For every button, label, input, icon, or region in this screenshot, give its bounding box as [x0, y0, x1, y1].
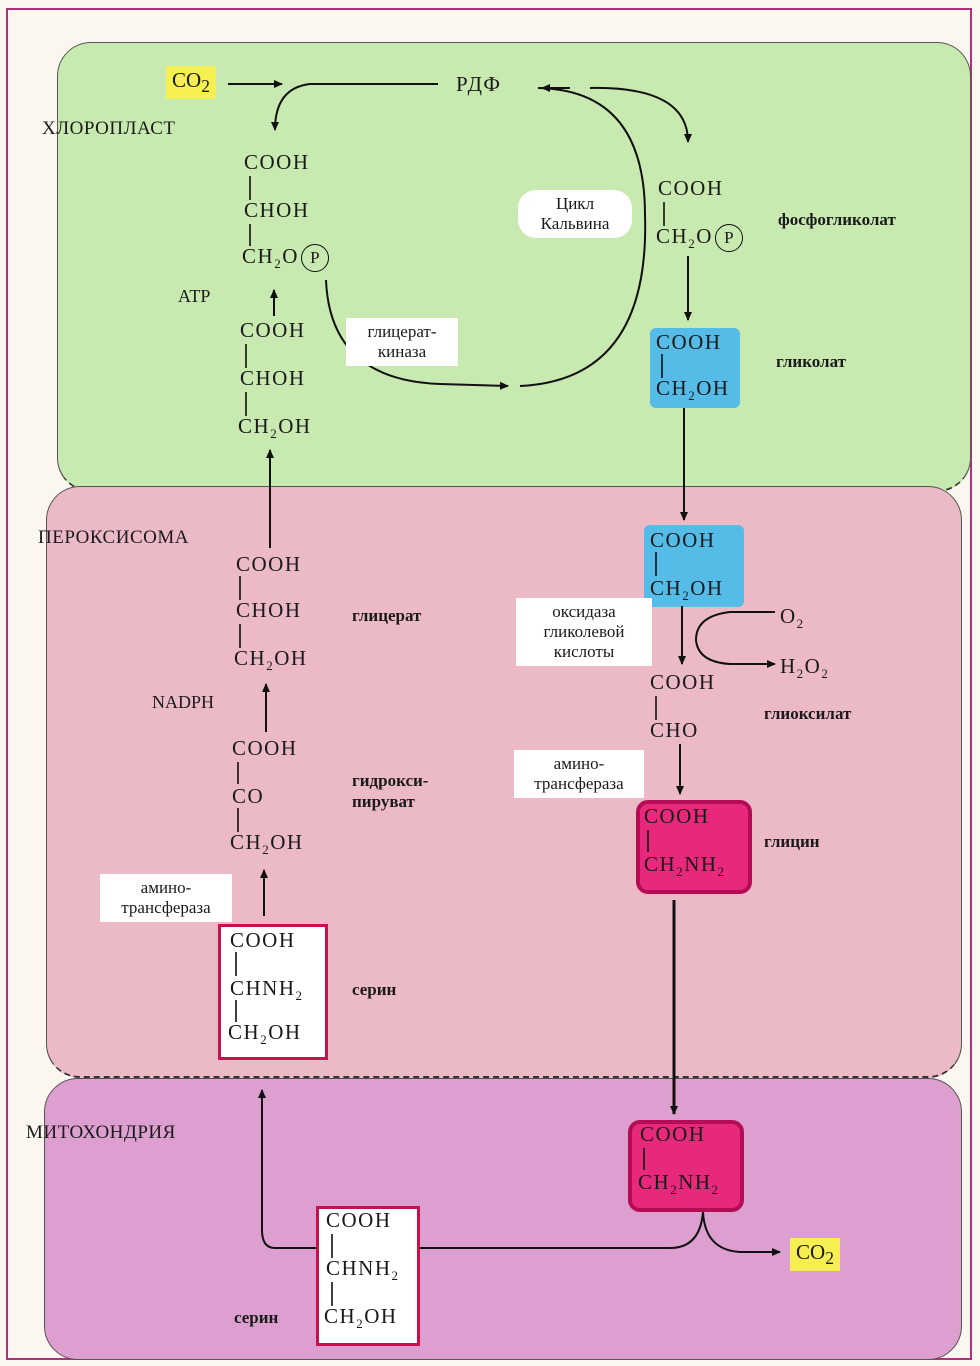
rdf-to-pga-arrow	[271, 83, 438, 131]
nadph-label: NADPH	[152, 692, 215, 712]
serine-transport-arrow	[258, 1089, 316, 1249]
phosphate-icon: P	[300, 244, 329, 273]
aminotransferase-right-label: амино- трансфераза	[514, 750, 644, 798]
oxygen-loop-arrow	[694, 611, 776, 668]
phosphoglycolate-label: фосфогликолат	[778, 210, 896, 229]
mito-serine-label: серин	[234, 1308, 279, 1327]
glycolate-label: гликолат	[776, 352, 846, 371]
glycine-highlight	[636, 800, 752, 894]
pga-choh: CHOH	[244, 198, 310, 222]
mitochondrion-label: МИТОХОНДРИЯ	[26, 1122, 176, 1143]
mito-glycine-highlight	[628, 1120, 744, 1212]
aminotransferase-left-label: амино- трансфераза	[100, 874, 232, 922]
peroxisome-glycolate-highlight	[644, 525, 744, 607]
glycine-cooh: COOH	[644, 804, 710, 828]
glycine-to-serine-line	[420, 1211, 704, 1249]
chloro-glycerate-ch2oh: CH2OH	[238, 414, 312, 442]
co2-input: CO2	[166, 66, 216, 100]
perox-glycerate-choh: CHOH	[236, 598, 302, 622]
glyoxylate-label: глиоксилат	[764, 704, 852, 723]
chloro-glycerate-choh: CHOH	[240, 366, 306, 390]
perox-glycolate-cooh: COOH	[650, 528, 716, 552]
glycine-ch2nh2: CH2NH2	[644, 852, 726, 880]
chloro-glycerate-cooh: COOH	[240, 318, 306, 342]
serine-chnh2: CHNH2	[230, 976, 304, 1004]
mito-serine-ch2oh: CH2OH	[324, 1304, 398, 1332]
chloroplast-label: ХЛОРОПЛАСТ	[42, 118, 176, 139]
hydroxypyruvate-co: CO	[232, 784, 265, 808]
calvin-cycle-label: Цикл Кальвина	[518, 190, 632, 238]
serine-label: серин	[352, 980, 397, 999]
mito-serine-cooh: COOH	[326, 1208, 392, 1232]
glycine-to-co2-arrow	[702, 1211, 781, 1256]
glycolate-ch2oh: CH2OH	[656, 376, 730, 404]
glycerate-label: глицерат	[352, 606, 422, 625]
peroxisome-region	[46, 486, 962, 1078]
glyoxylate-cho: CHO	[650, 718, 699, 742]
h2o2-label: H2O2	[780, 654, 830, 682]
perox-glycerate-cooh: COOH	[236, 552, 302, 576]
serine-ch2oh: CH2OH	[228, 1020, 302, 1048]
perox-glycerate-ch2oh: CH2OH	[234, 646, 308, 674]
mitochondrion-region	[44, 1078, 962, 1360]
pga-cooh: COOH	[244, 150, 310, 174]
o2-label: O2	[780, 604, 805, 632]
phosphoglycolate-cooh: COOH	[658, 176, 724, 200]
glycolate-oxidase-label: оксидаза гликолевой кислоты	[516, 598, 652, 666]
serine-peroxisome-box	[218, 924, 328, 1060]
hydroxypyruvate-ch2oh: CH2OH	[230, 830, 304, 858]
rdf-label: РДФ	[456, 72, 502, 96]
atp-label: АТР	[178, 286, 211, 306]
co2-output: CO2	[790, 1238, 840, 1272]
glycine-label: глицин	[764, 832, 820, 851]
serine-cooh: COOH	[230, 928, 296, 952]
phosphate-icon: P	[714, 224, 743, 253]
rdf-to-phosphoglycolate-arrow	[589, 86, 692, 143]
glycolate-cooh: COOH	[656, 330, 722, 354]
mito-serine-chnh2: CHNH2	[326, 1256, 400, 1284]
mito-glycine-cooh: COOH	[640, 1122, 706, 1146]
glycerate-kinase-label: глицерат- киназа	[346, 318, 458, 366]
serine-mito-box	[316, 1206, 420, 1346]
perox-glycolate-ch2oh: CH2OH	[650, 576, 724, 604]
hydroxypyruvate-cooh: COOH	[232, 736, 298, 760]
mito-glycine-ch2nh2: CH2NH2	[638, 1170, 720, 1198]
peroxisome-label: ПЕРОКСИСОМА	[38, 527, 189, 548]
glyoxylate-cooh: COOH	[650, 670, 716, 694]
glycolate-highlight	[650, 328, 740, 408]
bond-lines	[235, 176, 665, 1306]
hydroxypyruvate-label: гидрокси- пируват	[352, 771, 429, 811]
calvin-cycle-arrow	[519, 87, 647, 387]
